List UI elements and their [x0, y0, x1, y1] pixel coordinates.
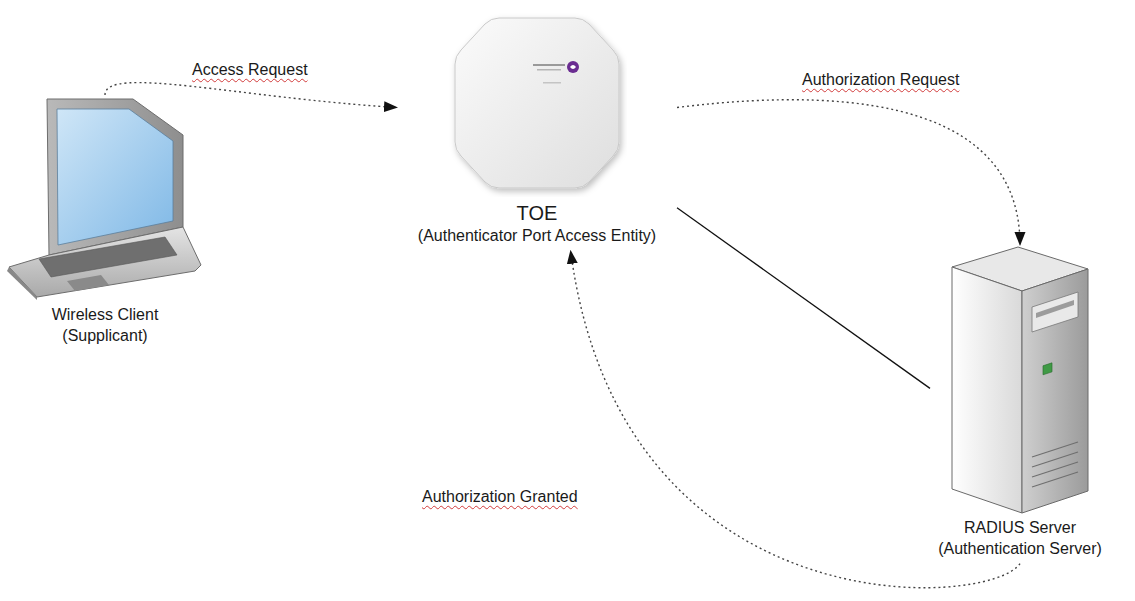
- dotted-connector: [571, 251, 1020, 588]
- node-title: TOE: [397, 200, 677, 226]
- edge-label: Access Request: [190, 60, 310, 79]
- dotted-connector: [677, 100, 1020, 245]
- dotted-connector: [105, 83, 397, 108]
- access-point-illustration: [447, 12, 627, 197]
- access-point-node: TOE(Authenticator Port Access Entity): [397, 12, 677, 251]
- edge-label: Authorization Granted: [420, 487, 580, 506]
- laptop-illustration: [5, 95, 205, 300]
- server-illustration: [950, 245, 1090, 515]
- solid-connector: [677, 208, 930, 389]
- edge-label: Authorization Request: [800, 70, 961, 89]
- client-node: Wireless Client (Supplicant): [5, 95, 205, 351]
- node-caption: RADIUS Server (Authentication Server): [930, 518, 1110, 560]
- node-caption: (Authenticator Port Access Entity): [397, 226, 677, 247]
- node-caption: Wireless Client (Supplicant): [35, 305, 175, 347]
- server-node: RADIUS Server (Authentication Server): [930, 245, 1110, 564]
